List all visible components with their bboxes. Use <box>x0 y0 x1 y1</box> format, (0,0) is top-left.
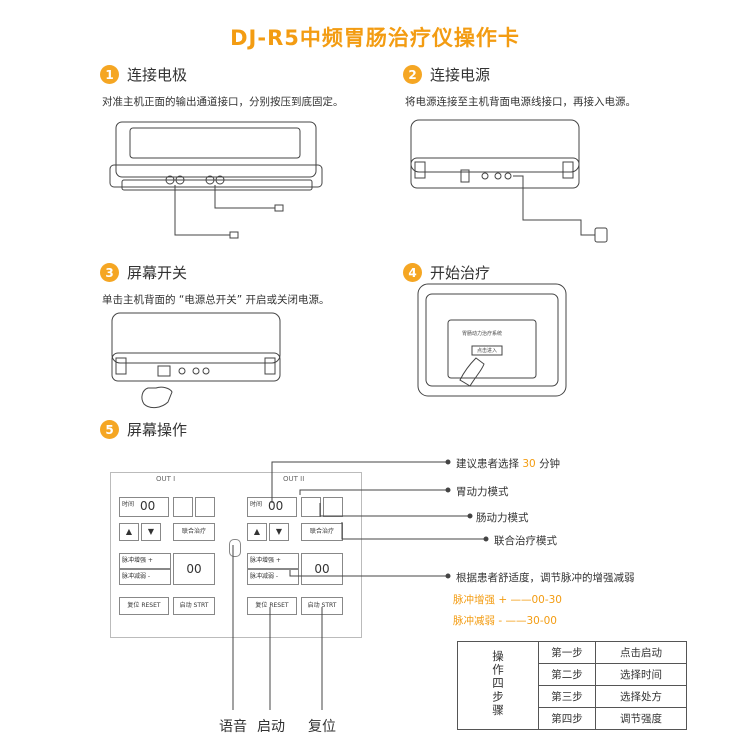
op-steps-table: 操作四步骤 第一步 点击启动 第二步 选择时间 第三步 选择处方 第四步 调节强… <box>457 641 687 730</box>
device-front-illustration <box>109 121 323 239</box>
label-reset: 复位 <box>308 719 336 735</box>
time-label-1: 时间 <box>122 501 135 508</box>
start-button-1[interactable]: 启动 STRT <box>173 597 215 615</box>
op-row2-action: 选择时间 <box>595 663 687 686</box>
step3-title: 屏幕开关 <box>127 264 188 282</box>
op-row3-action: 选择处方 <box>595 685 687 708</box>
reset-button-2[interactable]: 复位 RESET <box>247 597 297 615</box>
combo-button-1[interactable]: 联合治疗 <box>173 523 215 541</box>
device-screen-illustration: 胃肠动力治疗系统 点击进入 <box>414 280 570 400</box>
label-voice: 语音 <box>219 719 247 735</box>
op-row3-step: 第三步 <box>538 685 596 708</box>
down-button-1[interactable]: ▼ <box>141 523 161 541</box>
screen-line2: 点击进入 <box>477 348 498 354</box>
power-switch-illustration <box>111 312 281 409</box>
annotation-combo: 联合治疗模式 <box>494 535 557 547</box>
op-table-header-cell: 操作四步骤 <box>457 641 539 730</box>
pulse-up-button-2[interactable]: 脉冲增强 + <box>247 553 299 569</box>
op-row2-step: 第二步 <box>538 663 596 686</box>
annotation-time-num: 30 <box>522 458 536 470</box>
pulse-display-2: 00 <box>301 553 343 585</box>
step3-desc: 单击主机背面的 “电源总开关” 开启或关闭电源。 <box>102 294 330 306</box>
step4-number: 4 <box>403 263 422 282</box>
down-button-2[interactable]: ▼ <box>269 523 289 541</box>
op-row4-action: 调节强度 <box>595 707 687 730</box>
step4-heading: 4 开始治疗 <box>403 262 490 283</box>
step5-heading: 5 屏幕操作 <box>100 419 187 440</box>
device-outline <box>417 283 567 397</box>
out1-label: OUT I <box>156 475 176 483</box>
step5-title: 屏幕操作 <box>127 421 188 439</box>
annotation-time: 建议患者选择 30 分钟 <box>456 456 560 471</box>
time-display-1[interactable]: 时间 00 <box>119 497 169 517</box>
time-digits-1: 00 <box>140 499 156 513</box>
pulse-down-button-2[interactable]: 脉冲减弱 - <box>247 569 299 585</box>
screen-line1: 胃肠动力治疗系统 <box>462 331 503 337</box>
step3-heading: 3 屏幕开关 <box>100 262 187 283</box>
annotation-stomach: 胃动力模式 <box>456 486 509 498</box>
pulse-up-button-1[interactable]: 脉冲增强 + <box>119 553 171 569</box>
step4-title: 开始治疗 <box>430 264 491 282</box>
step2-heading: 2 连接电源 <box>403 64 490 85</box>
annotation-pulse: 根据患者舒适度，调节脉冲的增强减弱 <box>456 572 635 584</box>
up-button-2[interactable]: ▲ <box>247 523 267 541</box>
step2-title: 连接电源 <box>430 66 491 84</box>
op-table-header: 操作四步骤 <box>491 650 505 718</box>
intestine-mode-button-1[interactable] <box>195 497 215 517</box>
out2-label: OUT II <box>283 475 305 483</box>
step2-desc: 将电源连接至主机背面电源线接口，再接入电源。 <box>405 96 636 108</box>
step1-heading: 1 连接电极 <box>100 64 187 85</box>
time-label-2: 时间 <box>250 501 263 508</box>
range-down: 脉冲减弱 - ——30-00 <box>453 615 557 627</box>
voice-icon[interactable] <box>229 539 241 557</box>
op-row4-step: 第四步 <box>538 707 596 730</box>
op-row1-action: 点击启动 <box>595 641 687 664</box>
annotation-time-pre: 建议患者选择 <box>456 458 519 470</box>
up-button-1[interactable]: ▲ <box>119 523 139 541</box>
op-row1-step: 第一步 <box>538 641 596 664</box>
pulse-display-1: 00 <box>173 553 215 585</box>
range-up: 脉冲增强 + ——00-30 <box>453 594 562 606</box>
step1-title: 连接电极 <box>127 66 188 84</box>
step2-number: 2 <box>403 65 422 84</box>
annotation-time-post: 分钟 <box>539 458 561 470</box>
page-title: DJ-R5中频胃肠治疗仪操作卡 <box>230 26 520 50</box>
step1-number: 1 <box>100 65 119 84</box>
stomach-mode-button-1[interactable] <box>173 497 193 517</box>
step3-number: 3 <box>100 263 119 282</box>
annotation-intestine: 肠动力模式 <box>476 512 529 524</box>
step5-number: 5 <box>100 420 119 439</box>
device-back-illustration <box>410 119 608 243</box>
reset-button-1[interactable]: 复位 RESET <box>119 597 169 615</box>
pulse-down-button-1[interactable]: 脉冲减弱 - <box>119 569 171 585</box>
step1-desc: 对准主机正面的输出通道接口，分别按压到底固定。 <box>102 96 344 108</box>
label-start: 启动 <box>257 719 285 735</box>
control-panel: OUT I OUT II 时间 00 ▲ ▼ 联合治疗 脉冲增强 + 脉冲减弱 … <box>110 472 362 638</box>
